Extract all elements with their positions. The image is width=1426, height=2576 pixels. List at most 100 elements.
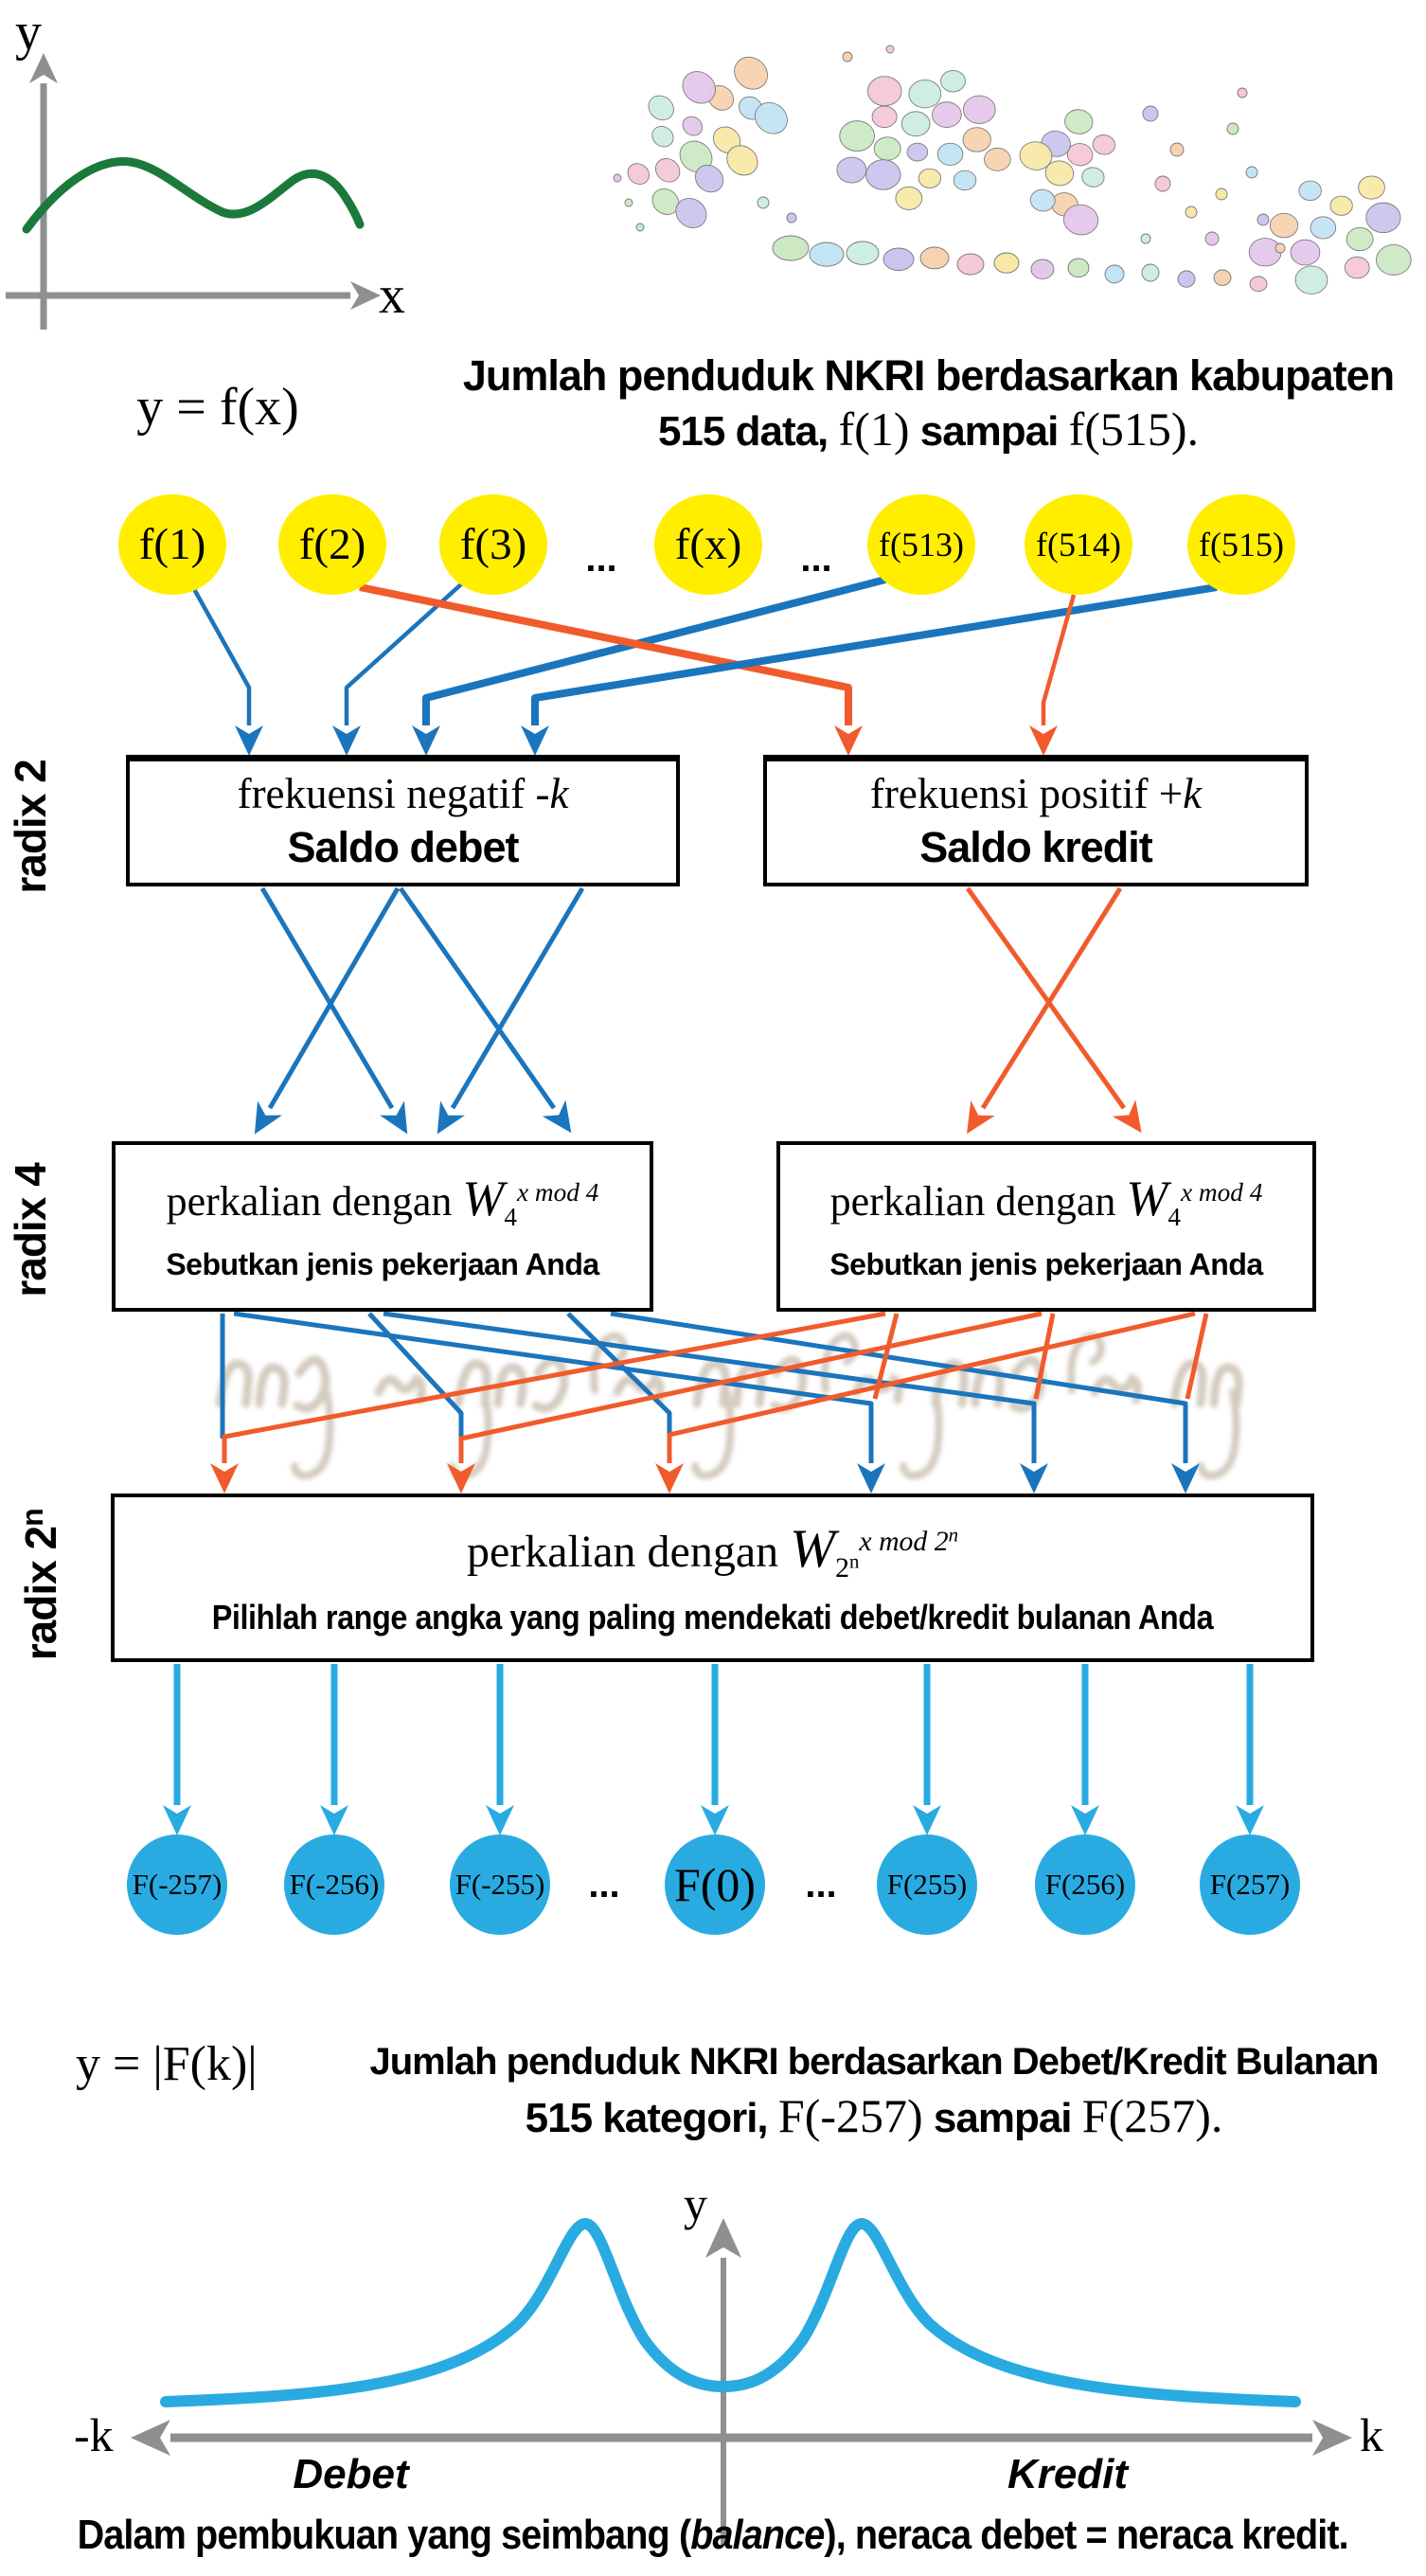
formula-bottom: y = |F(k)| <box>76 2037 258 2091</box>
box-w2n-line2: Pilihlah range angka yang paling mendeka… <box>156 1598 1269 1637</box>
node-fx: f(x) <box>654 494 762 595</box>
node-Fm257: F(-257) <box>127 1834 227 1935</box>
node-f515-label: f(515) <box>1199 526 1284 564</box>
spectrum-y-label: y <box>684 2177 707 2230</box>
output-spectrum-chart <box>131 2217 1352 2546</box>
radix-2n-label: radix 2n <box>15 1476 66 1693</box>
debet-label: Debet <box>293 2451 409 2497</box>
node-f515: f(515) <box>1187 494 1295 595</box>
node-f1-label: f(1) <box>138 520 206 569</box>
header-f1: f(1) <box>838 402 910 456</box>
w4-left-W: W <box>462 1172 505 1227</box>
w2n-sub-base: 2 <box>835 1552 849 1584</box>
w2n-sub: 2n <box>835 1550 860 1584</box>
w2n-sub-sup: n <box>849 1550 860 1574</box>
caption-part2: ), neraca debet = neraca kredit. <box>824 2512 1349 2558</box>
bottom-ellipsis-1: ... <box>588 1864 620 1905</box>
input-curve <box>22 156 365 234</box>
box-saldo-kredit: frekuensi positif +k Saldo kredit <box>763 755 1309 886</box>
w2n-line2-text: Pilihlah range angka yang paling mendeka… <box>211 1598 1214 1637</box>
caption-balance: balance <box>690 2512 826 2558</box>
mini-y-label: y <box>15 3 42 62</box>
footer-title-line1: Jumlah penduduk NKRI berdasarkan Debet/K… <box>369 2041 1380 2083</box>
node-f514: f(514) <box>1025 494 1132 595</box>
node-F0: F(0) <box>665 1834 765 1935</box>
box-w2n: perkalian dengan W2nx mod 2n Pilihlah ra… <box>111 1494 1314 1662</box>
header-515-data: 515 data, <box>657 408 829 455</box>
box-saldo-debet-line2: Saldo debet <box>287 822 519 871</box>
w4-right-W: W <box>1126 1172 1168 1227</box>
flow-arrows <box>163 576 1264 1835</box>
footer-Fm257: F(-257) <box>777 2089 923 2142</box>
freq-pos-k: k <box>1183 770 1203 818</box>
box-w4-right: perkalian dengan W4x mod 4 Sebutkan jeni… <box>776 1141 1316 1312</box>
node-f3-label: f(3) <box>459 520 527 569</box>
header-title-line1: Jumlah penduduk NKRI berdasarkan kabupat… <box>462 351 1395 400</box>
w2n-sup-sup: n <box>948 1523 959 1547</box>
box-w4-left: perkalian dengan W4x mod 4 Sebutkan jeni… <box>112 1141 653 1312</box>
footer-title-line2: 515 kategori, F(-257) sampai F(257). <box>322 2088 1426 2143</box>
w2n-sup-base: x mod 2 <box>859 1526 949 1558</box>
w2n-W: W <box>790 1518 836 1579</box>
top-ellipsis-1: ... <box>585 538 617 580</box>
radix-4-label: radix 4 <box>6 1163 55 1297</box>
spectrum-minus-k-label: -k <box>74 2408 114 2461</box>
freq-neg-k: k <box>549 770 569 818</box>
mini-x-label: x <box>379 266 405 325</box>
spectrum-k-label: k <box>1360 2408 1383 2461</box>
caption-part1: Dalam pembukuan yang seimbang ( <box>77 2512 692 2558</box>
node-F257-label: F(257) <box>1209 1868 1291 1901</box>
node-Fm256-label: F(-256) <box>289 1868 380 1901</box>
indonesia-map <box>613 45 1412 295</box>
box-w2n-line1: perkalian dengan W2nx mod 2n <box>467 1518 958 1585</box>
node-Fm255: F(-255) <box>450 1834 550 1935</box>
w4-left-sup: x mod 4 <box>517 1178 599 1208</box>
box-saldo-debet-line1: frekuensi negatif -k <box>238 772 569 816</box>
header-sampai: sampai <box>919 408 1060 455</box>
node-f513: f(513) <box>867 494 975 595</box>
box-w4-left-line2: Sebutkan jenis pekerjaan Anda <box>166 1246 599 1281</box>
node-F256: F(256) <box>1035 1834 1135 1935</box>
footer-sampai: sampai <box>933 2095 1073 2141</box>
box-w4-right-line2: Sebutkan jenis pekerjaan Anda <box>829 1246 1263 1281</box>
box-w4-right-line1: perkalian dengan W4x mod 4 <box>830 1171 1263 1232</box>
box-w4-left-line1: perkalian dengan W4x mod 4 <box>167 1171 599 1232</box>
node-F257: F(257) <box>1200 1834 1300 1935</box>
node-f2: f(2) <box>278 494 386 595</box>
header-title-line2: 515 data, f(1) sampai f(515). <box>431 402 1426 456</box>
node-Fm257-label: F(-257) <box>132 1868 223 1901</box>
input-signal-chart <box>6 53 381 330</box>
radix-2n-sup: n <box>14 1509 49 1527</box>
radix-2n-base: radix 2 <box>16 1526 66 1661</box>
node-f513-label: f(513) <box>879 526 964 564</box>
caption-text: Dalam pembukuan yang seimbang (balance),… <box>77 2512 1349 2559</box>
w4-left-prefix: perkalian dengan <box>166 1178 463 1225</box>
w4-left-sub: 4 <box>504 1202 518 1231</box>
node-F256-label: F(256) <box>1044 1868 1126 1901</box>
kredit-label: Kredit <box>1007 2451 1129 2497</box>
node-F255: F(255) <box>877 1834 977 1935</box>
w4-right-sub: 4 <box>1168 1202 1182 1231</box>
node-f1: f(1) <box>118 494 226 595</box>
freq-neg-text: frekuensi negatif - <box>237 770 550 818</box>
watermark-script <box>215 1332 1243 1480</box>
caption: Dalam pembukuan yang seimbang (balance),… <box>0 2512 1426 2559</box>
w2n-prefix: perkalian dengan <box>466 1526 791 1577</box>
box-saldo-kredit-line1: frekuensi positif +k <box>870 772 1202 816</box>
node-Fm255-label: F(-255) <box>455 1868 545 1901</box>
node-F255-label: F(255) <box>886 1868 968 1901</box>
w4-right-prefix: perkalian dengan <box>829 1178 1127 1225</box>
node-F0-label: F(0) <box>673 1858 757 1911</box>
node-Fm256: F(-256) <box>284 1834 384 1935</box>
node-fx-label: f(x) <box>674 520 742 569</box>
node-f2-label: f(2) <box>298 520 366 569</box>
freq-pos-text: frekuensi positif + <box>869 770 1184 818</box>
top-ellipsis-2: ... <box>800 538 832 580</box>
radix-2-label: radix 2 <box>6 760 55 894</box>
box-saldo-kredit-line2: Saldo kredit <box>919 822 1153 871</box>
w4-right-sup: x mod 4 <box>1181 1178 1263 1208</box>
spectrum-curve <box>160 2217 1301 2407</box>
node-f3: f(3) <box>439 494 547 595</box>
